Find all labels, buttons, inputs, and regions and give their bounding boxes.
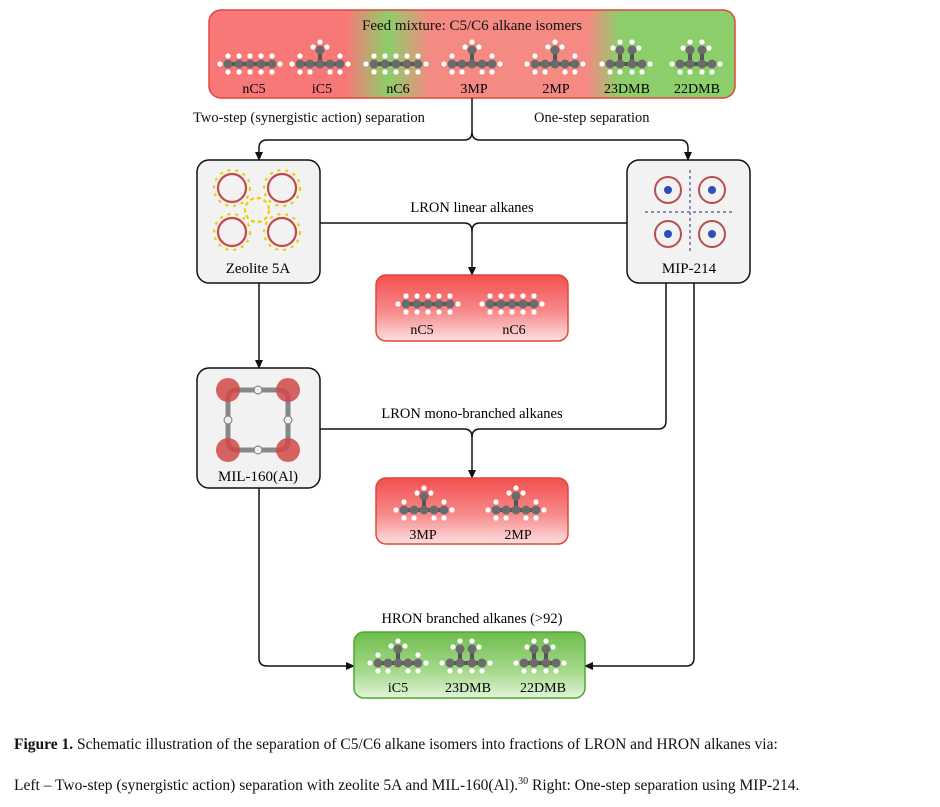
feed-label-23DMB: 23DMB bbox=[604, 82, 650, 97]
linear-label-nC5: nC5 bbox=[410, 323, 433, 338]
feed-title: Feed mixture: C5/C6 alkane isomers bbox=[362, 18, 582, 34]
branched-label-iC5: iC5 bbox=[388, 681, 408, 696]
figure-caption-line-1: Figure 1. Schematic illustration of the … bbox=[14, 734, 929, 756]
mip-structure-image bbox=[645, 170, 735, 254]
figure-label: Figure 1. bbox=[14, 736, 74, 753]
mip-214-box: MIP-214 bbox=[626, 159, 751, 284]
caption-text-1: Schematic illustration of the separation… bbox=[73, 736, 778, 753]
mil-structure-image bbox=[216, 378, 300, 462]
feed-label-22DMB: 22DMB bbox=[674, 82, 720, 97]
zeolite-label: Zeolite 5A bbox=[226, 261, 291, 277]
mip-label: MIP-214 bbox=[662, 261, 717, 277]
connectors bbox=[255, 98, 695, 670]
caption-text-2a: Left – Two-step (synergistic action) sep… bbox=[14, 777, 519, 794]
zeolite-structure-image bbox=[212, 168, 302, 252]
feed-label-iC5: iC5 bbox=[312, 82, 332, 97]
linear-fraction-label: LRON linear alkanes bbox=[410, 200, 534, 216]
one-step-label: One-step separation bbox=[534, 110, 650, 126]
caption-reference: 30 bbox=[518, 776, 529, 787]
molecule-nC6-linear bbox=[477, 291, 547, 317]
branched-label-23DMB: 23DMB bbox=[445, 681, 491, 696]
molecule-nC5-linear bbox=[393, 291, 463, 317]
feed-label-nC5: nC5 bbox=[242, 82, 265, 97]
branched-fraction-box: iC5 23DMB 22DMB bbox=[353, 631, 586, 699]
feed-label-2MP: 2MP bbox=[542, 82, 569, 97]
feed-label-3MP: 3MP bbox=[460, 82, 487, 97]
linear-label-nC6: nC6 bbox=[502, 323, 525, 338]
molecule-nC6 bbox=[361, 51, 431, 77]
mono-fraction-label: LRON mono-branched alkanes bbox=[381, 406, 563, 422]
feed-mixture-box: Feed mixture: C5/C6 alkane isomers nC5 i… bbox=[208, 9, 736, 99]
branched-fraction-label: HRON branched alkanes (>92) bbox=[382, 611, 563, 627]
feed-label-nC6: nC6 bbox=[386, 82, 409, 97]
molecule-nC5 bbox=[215, 51, 285, 77]
branched-label-22DMB: 22DMB bbox=[520, 681, 566, 696]
mil-label: MIL-160(Al) bbox=[218, 469, 298, 485]
mono-label-3MP: 3MP bbox=[409, 528, 436, 543]
mono-fraction-box: 3MP 2MP bbox=[375, 477, 569, 545]
mil-160-box: MIL-160(Al) bbox=[196, 367, 321, 489]
figure-caption-line-2: Left – Two-step (synergistic action) sep… bbox=[14, 775, 929, 797]
caption-text-2b: Right: One-step separation using MIP-214… bbox=[528, 777, 800, 794]
two-step-label: Two-step (synergistic action) separation bbox=[193, 110, 426, 126]
zeolite-5a-box: Zeolite 5A bbox=[196, 159, 321, 284]
mono-label-2MP: 2MP bbox=[504, 528, 531, 543]
linear-fraction-box: nC5 nC6 bbox=[375, 274, 569, 342]
